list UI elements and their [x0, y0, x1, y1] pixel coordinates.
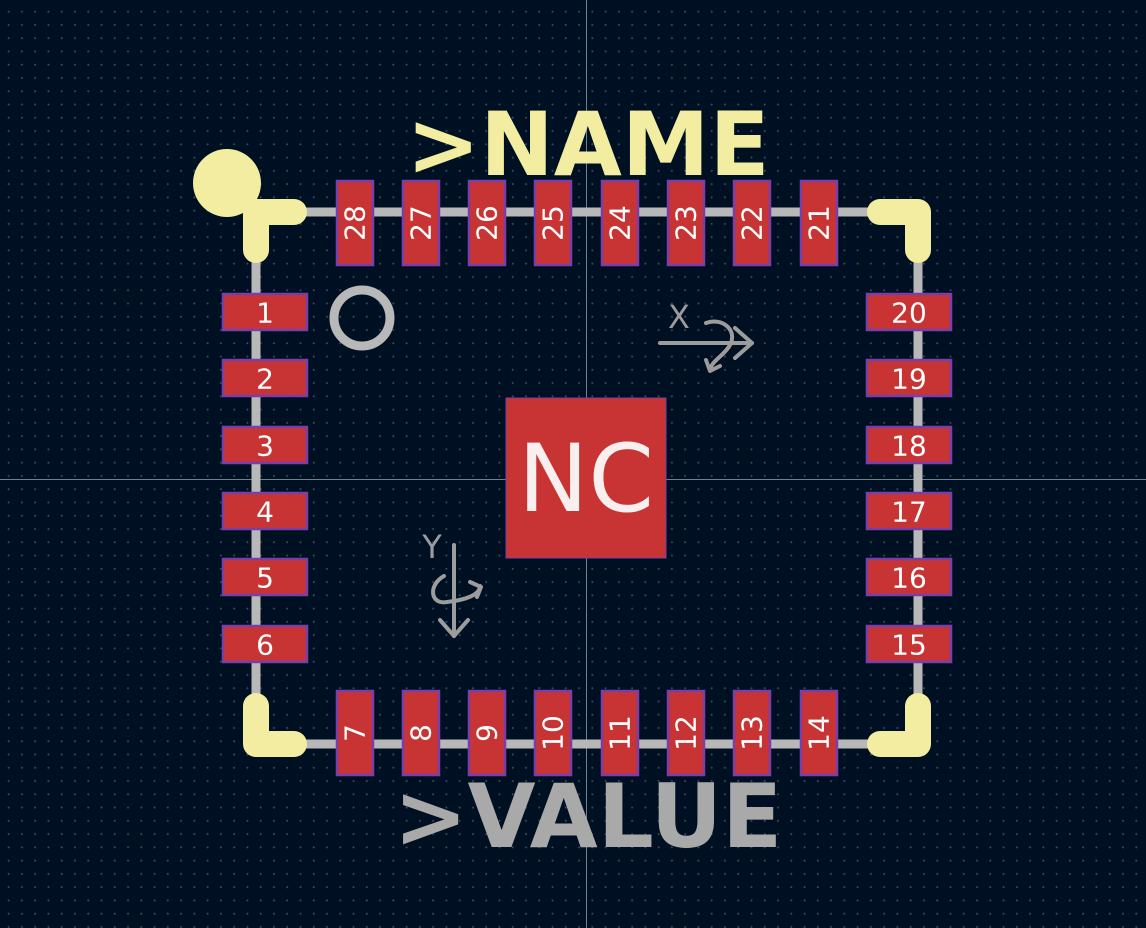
reference-name-label[interactable]: >NAME	[406, 93, 769, 196]
pad-6[interactable]	[221, 624, 309, 664]
pin1-indicator-dot	[193, 149, 261, 217]
pad-label-2: 2	[256, 363, 274, 396]
pad-label-25: 25	[537, 205, 570, 241]
pad-7[interactable]	[335, 689, 375, 777]
pad-label-19: 19	[891, 363, 927, 396]
pad-label-27: 27	[405, 205, 438, 241]
pad-label-20: 20	[891, 297, 927, 330]
pad-12[interactable]	[666, 689, 706, 777]
corner-mark-top-right	[867, 199, 931, 263]
corner-mark-top-left	[243, 199, 307, 263]
y-axis-label: Y	[421, 528, 442, 566]
pad-label-11: 11	[604, 715, 637, 751]
pad-label-5: 5	[256, 562, 274, 595]
pad-label-6: 6	[256, 629, 274, 662]
pad-15[interactable]	[865, 624, 953, 664]
pad-label-23: 23	[670, 205, 703, 241]
pad-label-22: 22	[736, 205, 769, 241]
pad-19[interactable]	[865, 358, 953, 398]
pad-label-24: 24	[604, 205, 637, 241]
pad-label-15: 15	[891, 629, 927, 662]
pad-16[interactable]	[865, 557, 953, 597]
corner-mark-bottom-left	[243, 693, 307, 757]
pad-5[interactable]	[221, 557, 309, 597]
y-axis-indicator	[431, 543, 483, 638]
pad-label-1: 1	[256, 297, 274, 330]
pad-4[interactable]	[221, 491, 309, 531]
pad-label-18: 18	[891, 430, 927, 463]
pad-1[interactable]	[221, 292, 309, 332]
pad-label-13: 13	[736, 715, 769, 751]
pad-26[interactable]	[467, 179, 507, 267]
pad-label-12: 12	[670, 715, 703, 751]
pad-22[interactable]	[732, 179, 772, 267]
pad-25[interactable]	[533, 179, 573, 267]
pad-label-21: 21	[803, 205, 836, 241]
pad-3[interactable]	[221, 425, 309, 465]
pad-23[interactable]	[666, 179, 706, 267]
pad-14[interactable]	[799, 689, 839, 777]
pad-11[interactable]	[600, 689, 640, 777]
pad-label-10: 10	[537, 715, 570, 751]
x-axis-indicator	[658, 319, 754, 373]
pad-label-28: 28	[339, 205, 372, 241]
center-pad-label: NC	[518, 425, 654, 534]
pad-label-16: 16	[891, 562, 927, 595]
pad-label-8: 8	[405, 724, 438, 742]
corner-mark-bottom-right	[867, 693, 931, 757]
pad-27[interactable]	[401, 179, 441, 267]
value-label[interactable]: >VALUE	[394, 765, 782, 868]
pad-8[interactable]	[401, 689, 441, 777]
center-pad[interactable]	[505, 397, 667, 559]
pad-21[interactable]	[799, 179, 839, 267]
pad-18[interactable]	[865, 425, 953, 465]
pad-label-4: 4	[256, 496, 274, 529]
pad-label-26: 26	[471, 205, 504, 241]
pad-2[interactable]	[221, 358, 309, 398]
pad-28[interactable]	[335, 179, 375, 267]
pad-label-7: 7	[339, 724, 372, 742]
fab-outline	[251, 207, 923, 749]
pad-10[interactable]	[533, 689, 573, 777]
pad-label-14: 14	[803, 715, 836, 751]
pad-13[interactable]	[732, 689, 772, 777]
pad-20[interactable]	[865, 292, 953, 332]
x-axis-label: X	[668, 298, 690, 336]
pad-label-3: 3	[256, 430, 274, 463]
pad-label-17: 17	[891, 496, 927, 529]
pin1-fab-marker	[329, 285, 395, 351]
silkscreen-corners	[243, 199, 931, 757]
pad-17[interactable]	[865, 491, 953, 531]
pad-24[interactable]	[600, 179, 640, 267]
pad-9[interactable]	[467, 689, 507, 777]
pad-label-9: 9	[471, 724, 504, 742]
